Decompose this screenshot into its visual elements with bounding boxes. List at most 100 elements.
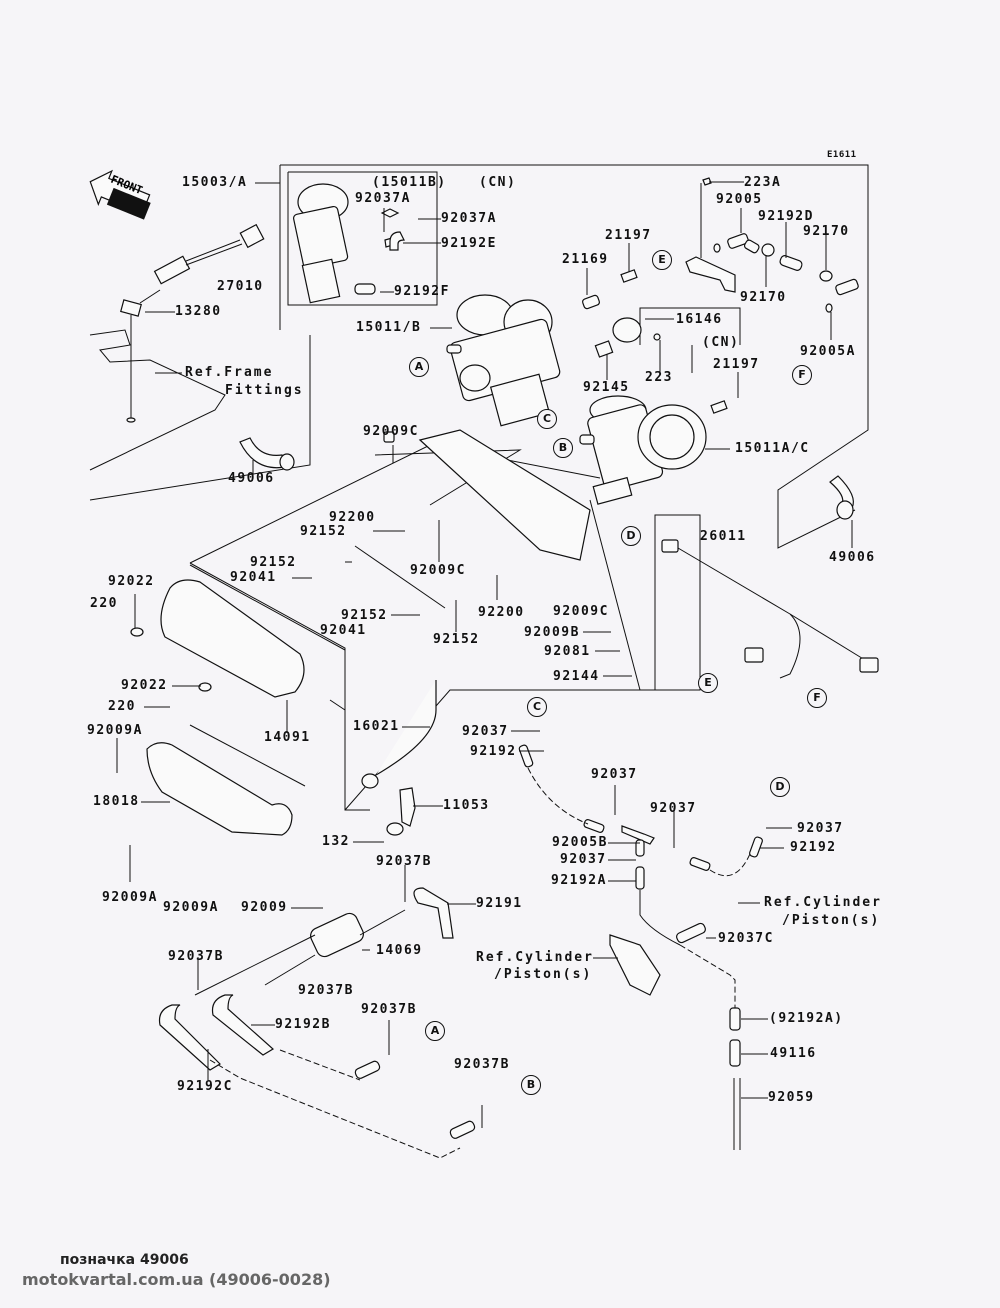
part-label-92152[interactable]: 92152 — [433, 632, 480, 647]
connector-marker-f[interactable]: F — [807, 688, 827, 708]
part-label-15011ac[interactable]: 15011A/C — [735, 441, 810, 456]
part-label-11053[interactable]: 11053 — [443, 798, 490, 813]
part-label-92200[interactable]: 92200 — [329, 510, 376, 525]
part-label-92192a-paren[interactable]: (92192A) — [769, 1011, 844, 1026]
part-label-49006[interactable]: 49006 — [829, 550, 876, 565]
part-label-14091[interactable]: 14091 — [264, 730, 311, 745]
part-label-92009[interactable]: 92009 — [241, 900, 288, 915]
part-label-27010[interactable]: 27010 — [217, 279, 264, 294]
part-label-92037[interactable]: 92037 — [797, 821, 844, 836]
part-label-92081[interactable]: 92081 — [544, 644, 591, 659]
part-label-92191[interactable]: 92191 — [476, 896, 523, 911]
part-label-92005[interactable]: 92005 — [716, 192, 763, 207]
carburetor-15011ac — [579, 395, 707, 505]
part-label-18018[interactable]: 18018 — [93, 794, 140, 809]
part-label-223[interactable]: 223 — [645, 370, 673, 385]
connector-marker-d[interactable]: D — [621, 526, 641, 546]
part-label-92037[interactable]: 92037 — [560, 852, 607, 867]
carburetor-15011b — [446, 294, 561, 427]
part-label-92037[interactable]: 92037 — [650, 801, 697, 816]
part-label-15011b-paren[interactable]: (15011B) — [372, 175, 447, 190]
connector-marker-c[interactable]: C — [537, 409, 557, 429]
part-label-26011[interactable]: 26011 — [700, 529, 747, 544]
part-label-92022[interactable]: 92022 — [108, 574, 155, 589]
part-label-92059[interactable]: 92059 — [768, 1090, 815, 1105]
diagram-code: E1611 — [827, 150, 857, 160]
connector-marker-f[interactable]: F — [792, 365, 812, 385]
source-watermark: motokvartal.com.ua (49006-0028) — [22, 1270, 331, 1289]
part-label-92200[interactable]: 92200 — [478, 605, 525, 620]
hose-49006 — [239, 437, 854, 520]
cn-marker: (CN) — [702, 335, 740, 350]
part-label-92037b[interactable]: 92037B — [454, 1057, 510, 1072]
connector-marker-b[interactable]: B — [521, 1075, 541, 1095]
part-label-92192e[interactable]: 92192E — [441, 236, 497, 251]
connector-marker-e[interactable]: E — [652, 250, 672, 270]
part-label-92041[interactable]: 92041 — [320, 623, 367, 638]
part-label-92037b[interactable]: 92037B — [168, 949, 224, 964]
part-label-92192[interactable]: 92192 — [470, 744, 517, 759]
part-label-21169[interactable]: 21169 — [562, 252, 609, 267]
connector-marker-a[interactable]: A — [409, 357, 429, 377]
part-label-92037[interactable]: 92037 — [462, 724, 509, 739]
part-label-92170[interactable]: 92170 — [740, 290, 787, 305]
part-label-21197[interactable]: 21197 — [713, 357, 760, 372]
connector-marker-b[interactable]: B — [553, 438, 573, 458]
part-label-92009a[interactable]: 92009A — [102, 890, 158, 905]
part-label-92144[interactable]: 92144 — [553, 669, 600, 684]
part-label-49116[interactable]: 49116 — [770, 1046, 817, 1061]
part-label-92037b[interactable]: 92037B — [376, 854, 432, 869]
ref-frame-fittings-line1: Ref.Frame — [185, 365, 274, 380]
part-label-21197[interactable]: 21197 — [605, 228, 652, 243]
ref-cylinder-piston-line1: Ref.Cylinder — [476, 950, 594, 965]
front-arrow-icon — [89, 169, 151, 220]
connector-marker-d[interactable]: D — [770, 777, 790, 797]
part-label-92022[interactable]: 92022 — [121, 678, 168, 693]
part-label-92152[interactable]: 92152 — [250, 555, 297, 570]
part-label-223a[interactable]: 223A — [744, 175, 782, 190]
caption: позначка 49006 — [60, 1252, 189, 1268]
part-label-92152[interactable]: 92152 — [300, 524, 347, 539]
part-label-92037[interactable]: 92037 — [591, 767, 638, 782]
part-label-16021[interactable]: 16021 — [353, 719, 400, 734]
part-label-92005b[interactable]: 92005B — [552, 835, 608, 850]
part-label-49006[interactable]: 49006 — [228, 471, 275, 486]
part-label-92041[interactable]: 92041 — [230, 570, 277, 585]
part-label-92192c[interactable]: 92192C — [177, 1079, 233, 1094]
part-label-92037b[interactable]: 92037B — [361, 1002, 417, 1017]
part-label-92009a[interactable]: 92009A — [163, 900, 219, 915]
part-label-14069[interactable]: 14069 — [376, 943, 423, 958]
connector-marker-e[interactable]: E — [698, 673, 718, 693]
part-label-92009c[interactable]: 92009C — [363, 424, 419, 439]
part-label-92192a[interactable]: 92192A — [551, 873, 607, 888]
part-label-92170[interactable]: 92170 — [803, 224, 850, 239]
part-label-92192d[interactable]: 92192D — [758, 209, 814, 224]
part-label-92192[interactable]: 92192 — [790, 840, 837, 855]
part-label-92005a[interactable]: 92005A — [800, 344, 856, 359]
part-label-132[interactable]: 132 — [322, 834, 350, 849]
part-label-92009b[interactable]: 92009B — [524, 625, 580, 640]
throttle-cable-16021 — [361, 680, 437, 836]
connector-marker-a[interactable]: A — [425, 1021, 445, 1041]
part-label-220[interactable]: 220 — [108, 699, 136, 714]
part-label-220[interactable]: 220 — [90, 596, 118, 611]
part-label-92152[interactable]: 92152 — [341, 608, 388, 623]
throttle-link-parts — [582, 177, 859, 414]
leader-lines — [116, 181, 853, 1128]
part-label-92009c[interactable]: 92009C — [410, 563, 466, 578]
part-label-92009c[interactable]: 92009C — [553, 604, 609, 619]
connector-marker-c[interactable]: C — [527, 697, 547, 717]
part-label-92037a[interactable]: 92037A — [355, 191, 411, 206]
part-label-15011b[interactable]: 15011/B — [356, 320, 422, 335]
part-label-92009a[interactable]: 92009A — [87, 723, 143, 738]
part-label-15003a[interactable]: 15003/A — [182, 175, 248, 190]
part-label-92145[interactable]: 92145 — [583, 380, 630, 395]
part-label-92192b[interactable]: 92192B — [275, 1017, 331, 1032]
wire-harness-26011 — [661, 539, 879, 679]
part-label-92037a[interactable]: 92037A — [441, 211, 497, 226]
part-label-16146[interactable]: 16146 — [676, 312, 723, 327]
part-label-92037c[interactable]: 92037C — [718, 931, 774, 946]
part-label-92192f[interactable]: 92192F — [394, 284, 450, 299]
part-label-13280[interactable]: 13280 — [175, 304, 222, 319]
part-label-92037b[interactable]: 92037B — [298, 983, 354, 998]
